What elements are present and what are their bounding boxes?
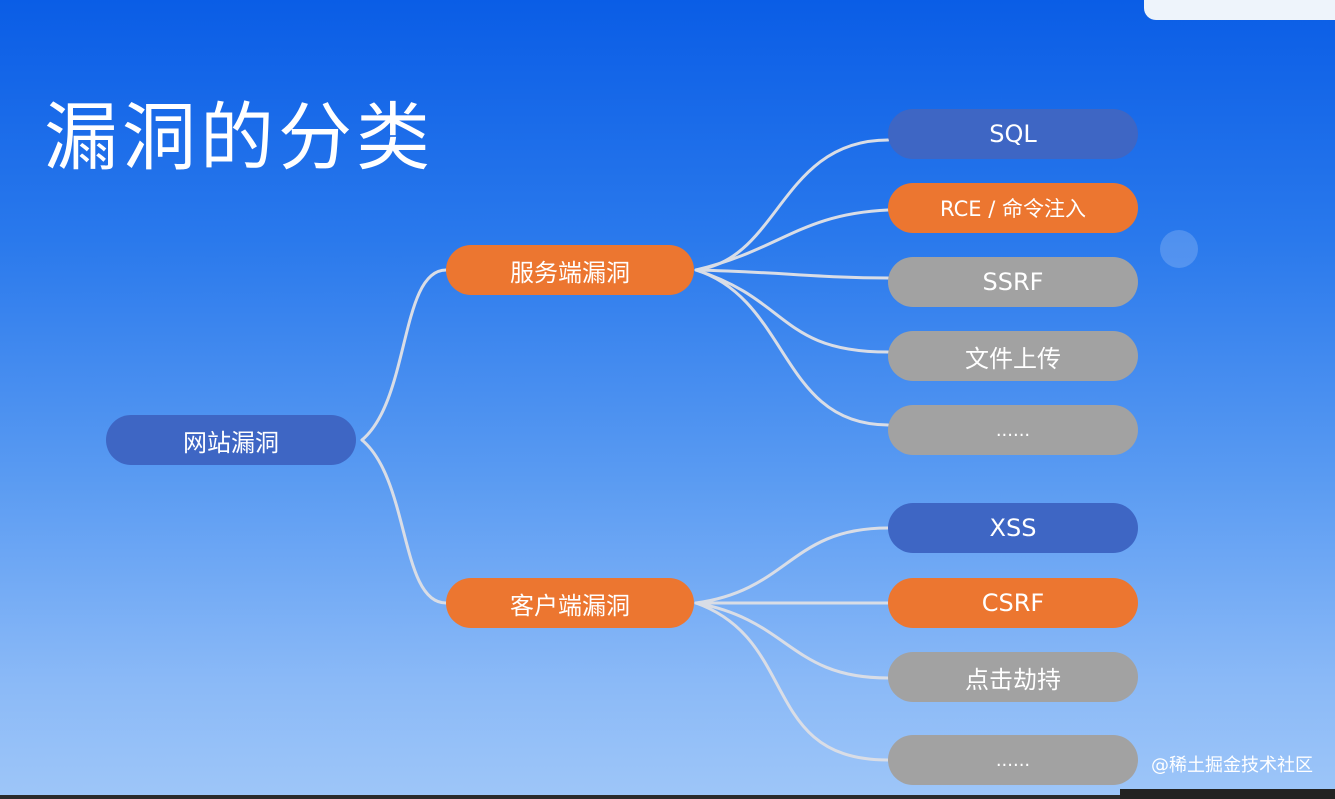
leaf-node-rce: RCE / 命令注入 [888, 183, 1138, 233]
pointer-dot [1160, 230, 1198, 268]
leaf-node-label: SQL [989, 120, 1037, 148]
connector-server-more [694, 268, 890, 427]
leaf-node-file-upload: 文件上传 [888, 331, 1138, 381]
leaf-node-xss: XSS [888, 503, 1138, 553]
connector-server-rce [694, 208, 890, 272]
watermark: @稀土掘金技术社区 [1151, 755, 1313, 776]
connector-root-client [360, 438, 448, 605]
leaf-node-server-more: ...... [888, 405, 1138, 455]
leaf-node-ssrf: SSRF [888, 257, 1138, 307]
connector-client-clickjack [694, 601, 890, 680]
branch-node-server: 服务端漏洞 [446, 245, 694, 295]
connector-root-server [360, 268, 448, 442]
bottom-strip [0, 795, 1335, 799]
leaf-node-sql: SQL [888, 109, 1138, 159]
leaf-node-label: CSRF [981, 589, 1045, 617]
connector-client-more [694, 601, 890, 762]
leaf-node-label: 点击劫持 [965, 665, 1061, 694]
connector-server-sql [694, 138, 890, 272]
slide-title: 漏洞的分类 [44, 94, 434, 181]
leaf-node-client-more: ...... [888, 735, 1138, 785]
leaf-node-csrf: CSRF [888, 578, 1138, 628]
leaf-node-label: ...... [995, 419, 1031, 441]
leaf-node-label: XSS [989, 514, 1037, 542]
connector-server-upload [694, 268, 890, 354]
branch-node-label: 服务端漏洞 [510, 258, 630, 287]
connector-server-ssrf [694, 268, 890, 280]
leaf-node-label: 文件上传 [965, 344, 1061, 373]
bottom-strip-right [1120, 789, 1335, 799]
root-node-label: 网站漏洞 [183, 428, 279, 457]
leaf-node-label: ...... [995, 749, 1031, 771]
root-node: 网站漏洞 [106, 415, 356, 465]
branch-node-label: 客户端漏洞 [510, 591, 630, 620]
corner-card [1144, 0, 1335, 20]
leaf-node-label: RCE / 命令注入 [940, 197, 1086, 221]
connector-client-xss [694, 526, 890, 605]
leaf-node-clickjacking: 点击劫持 [888, 652, 1138, 702]
leaf-node-label: SSRF [982, 268, 1044, 296]
branch-node-client: 客户端漏洞 [446, 578, 694, 628]
